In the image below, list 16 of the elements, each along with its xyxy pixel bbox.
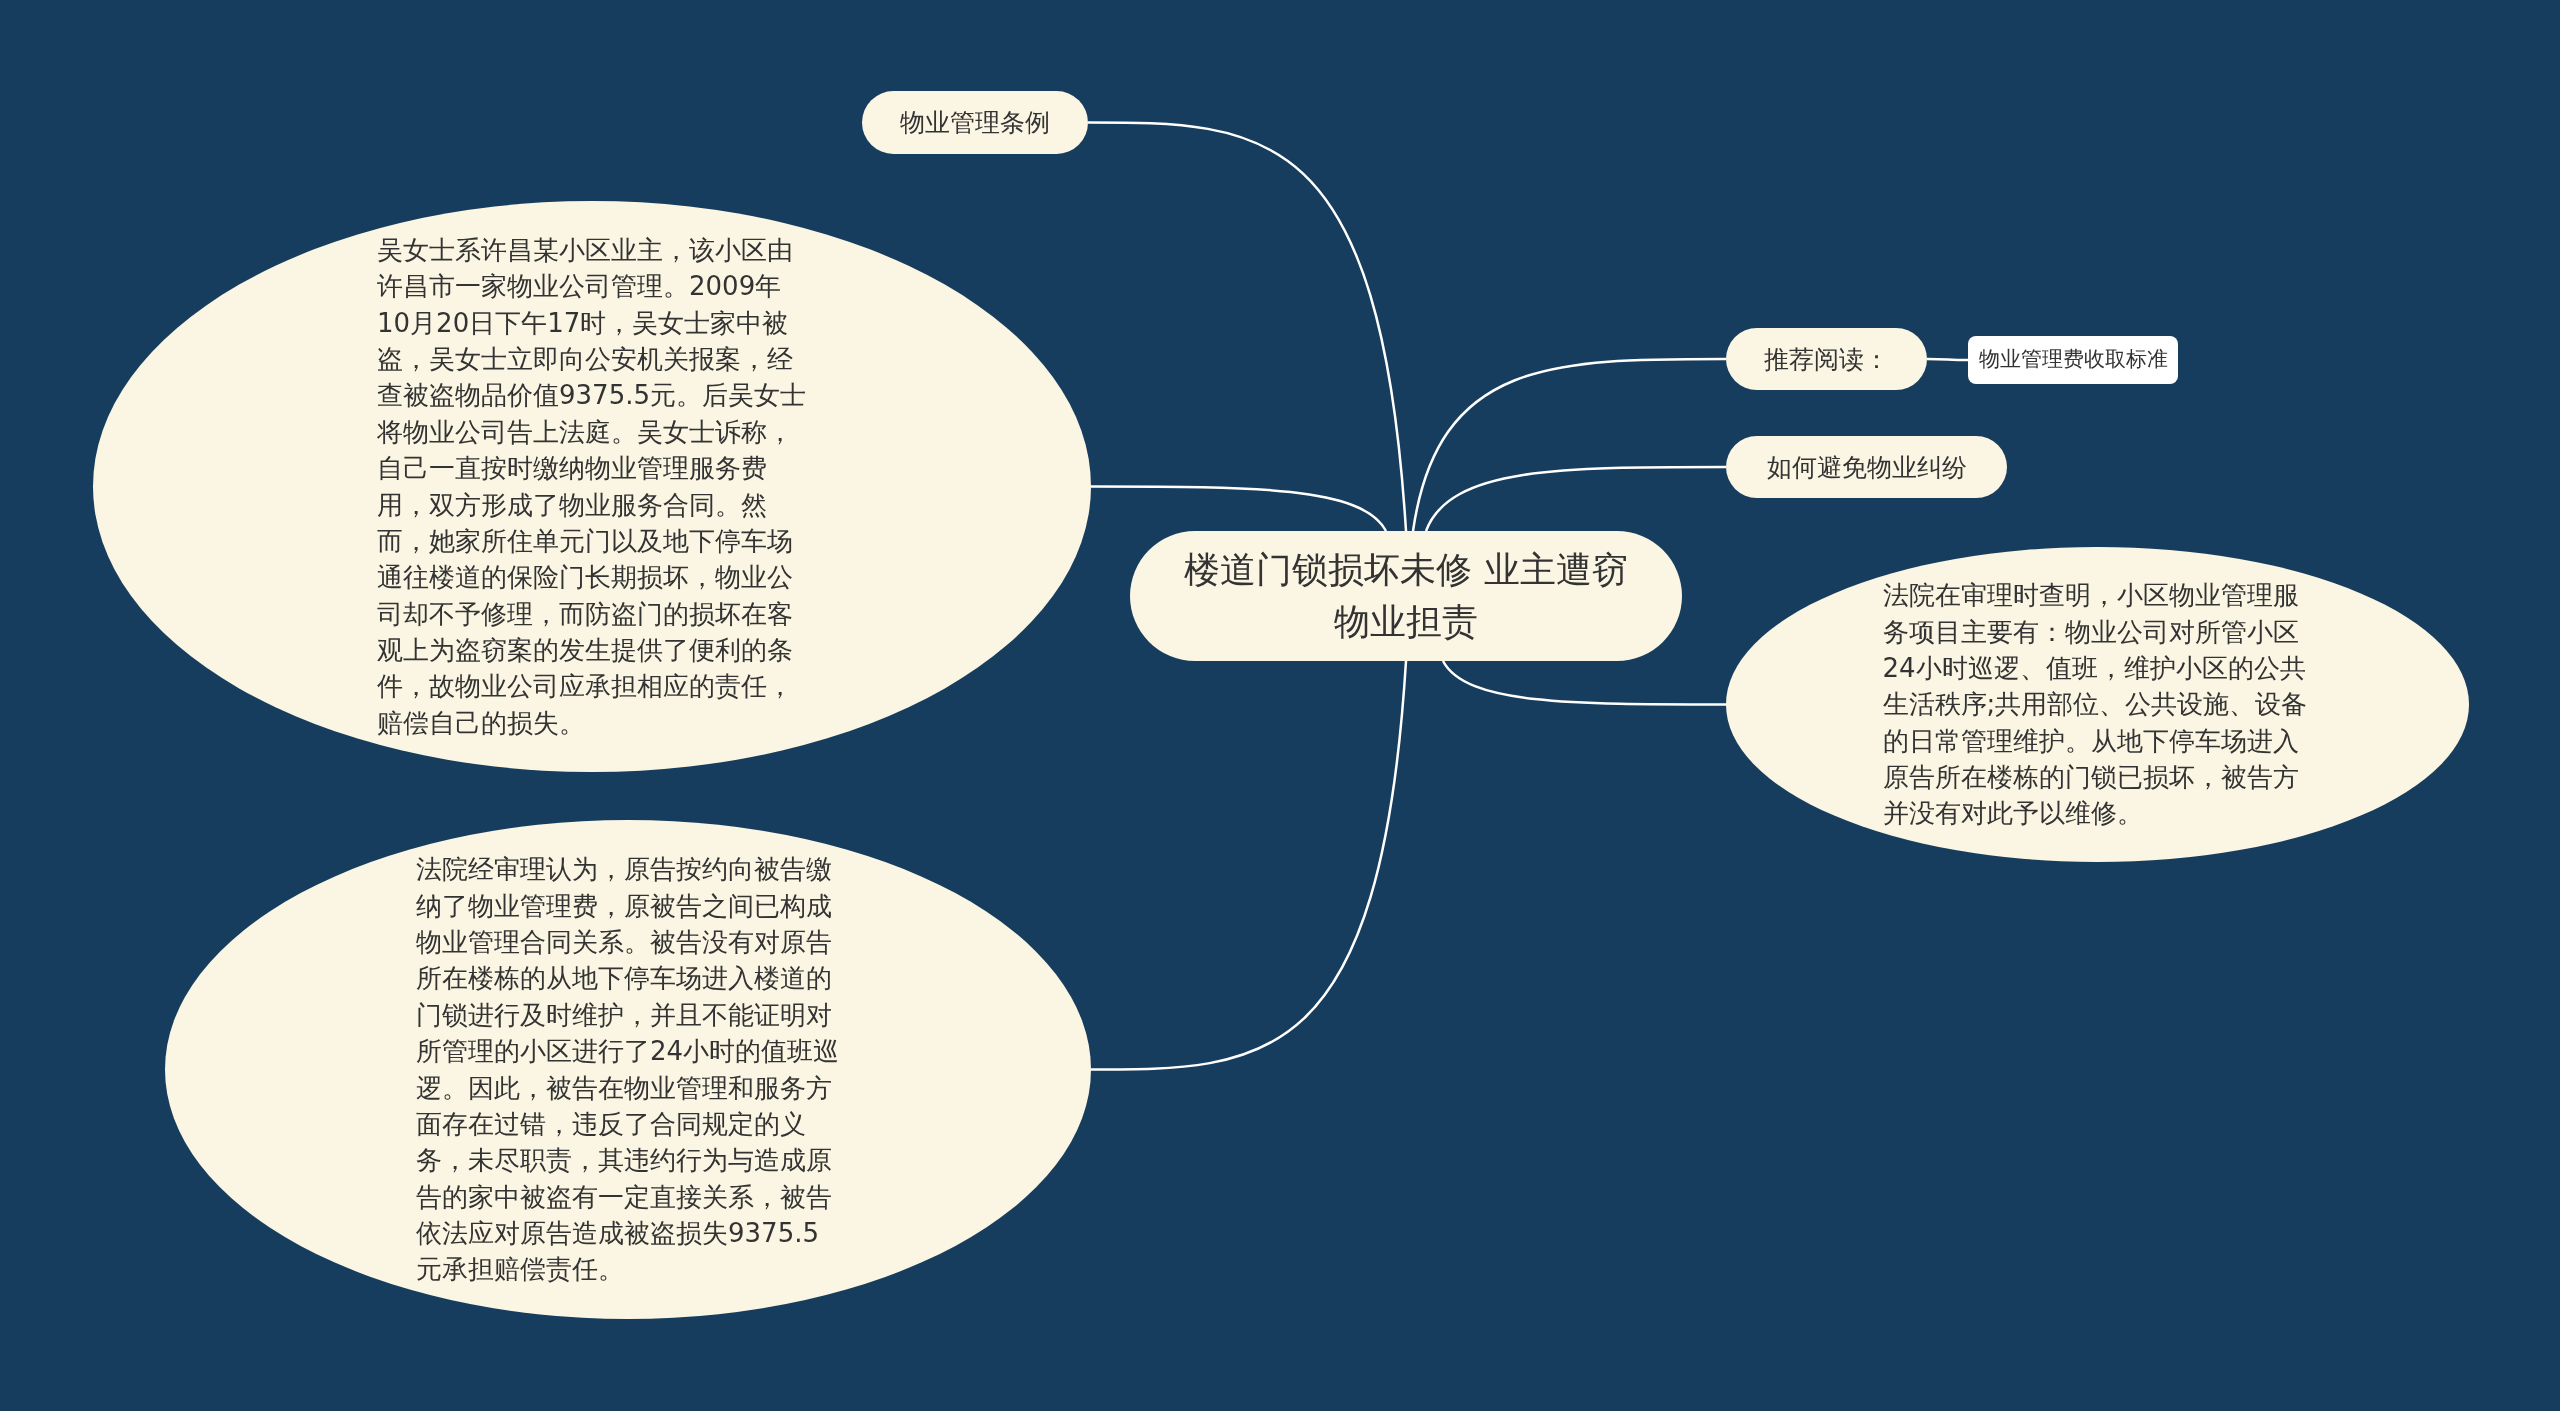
connector-line (1091, 485, 1387, 532)
connector-line (1411, 357, 1726, 532)
node-text: 如何避免物业纠纷 (1766, 451, 1967, 484)
node-text: 楼道门锁损坏未修 业主遭窃物业担责 (1183, 547, 1629, 644)
node-text: 法院在审理时查明，小区物业管理服务项目主要有：物业公司对所管小区24小时巡逻、值班，维护小区的公共生活秩序;共用部位、公共设施、设备的日常管理维护。从地下停车场进入原告所在楼栋的门锁已损坏，被告方并没有对此予以维修。 (1882, 579, 2309, 831)
connector-line (1442, 660, 1726, 706)
node-text: 吴女士系许昌某小区业主，该小区由许昌市一家物业公司管理。2009年10月20日下午17时，吴女士家中被盗，吴女士立即向公安机关报案，经查被盗物品价值9375.5元。后吴女士将物业公司告上法庭。吴女士诉称，自己一直按时缴纳物业管理服务费用，双方形成了物业服务合同。然而，她家所住单元门以及地下停车场通往楼道的保险门长期损坏，物业公司却不予修理，而防盗门的损坏在客观上为盗窃案的发生提供了便利的条件，故物业公司应承担相应的责任，赔偿自己的损失。 (377, 233, 807, 740)
connector-line (1088, 121, 1408, 532)
topic-box (1968, 336, 2178, 384)
connector-line (1424, 465, 1726, 532)
node-text: 物业管理费收取标准 (1978, 346, 2168, 374)
connector-line (1091, 660, 1408, 1071)
node-text: 推荐阅读： (1764, 343, 1889, 376)
node-text: 法院经审理认为，原告按约向被告缴纳了物业管理费，原被告之间已构成物业管理合同关系。被告没有对原告所在楼栋的从地下停车场进入楼道的门锁进行及时维护，并且不能证明对所管理的小区进行了24小时的值班巡逻。因此，被告在物业管理和服务方面存在过错，违反了合同规定的义务，未尽职责，其违约行为与造成原告的家中被盗有一定直接关系，被告依法应对原告造成被盗损失9375.5元承担赔偿责任。 (416, 853, 840, 1287)
connector-line (1927, 357, 1968, 362)
node-text: 物业管理条例 (900, 107, 1050, 139)
